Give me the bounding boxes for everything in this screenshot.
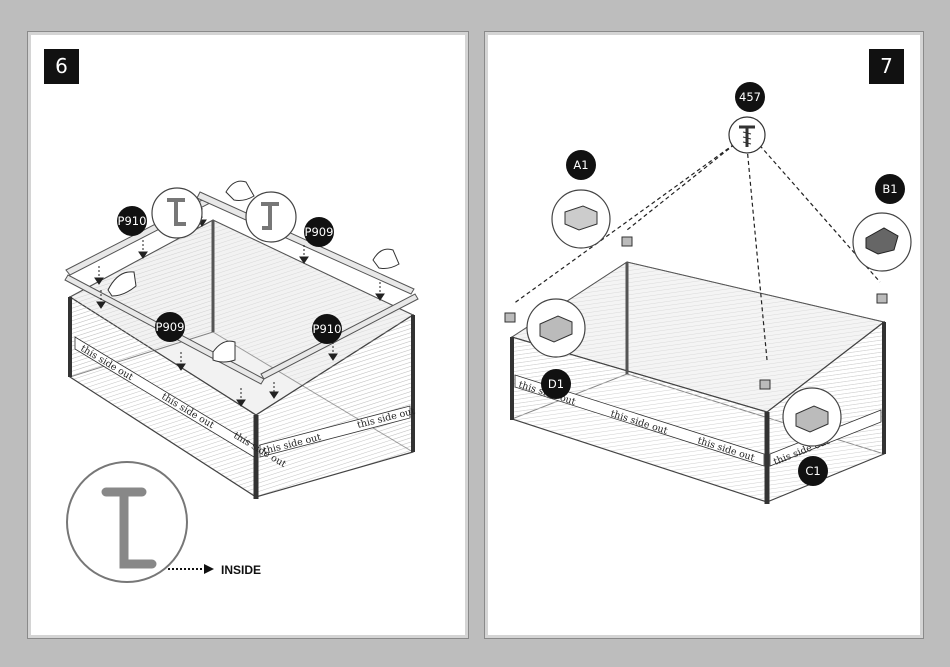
- cold-frame-box: [70, 220, 413, 499]
- svg-text:A1: A1: [573, 158, 588, 172]
- bracket-detail-a1: [552, 190, 610, 248]
- bracket-detail-b1: [853, 213, 911, 271]
- step-6-illustration: this side out this side out this side ou…: [28, 32, 468, 638]
- svg-text:P910: P910: [118, 214, 147, 228]
- svg-text:P909: P909: [156, 320, 185, 334]
- part-label-p910: P910: [312, 314, 342, 344]
- step-7-illustration: this side out this side out this side ou…: [485, 32, 923, 638]
- part-label-a1: A1: [566, 150, 596, 180]
- part-label-457: 457: [735, 82, 765, 112]
- part-label-c1: C1: [798, 456, 828, 486]
- svg-text:P909: P909: [305, 225, 334, 239]
- step-7-panel: 7 this side out this side out this side …: [484, 31, 924, 639]
- bracket-detail-d1: [527, 299, 585, 357]
- svg-text:D1: D1: [548, 377, 564, 391]
- svg-text:P910: P910: [313, 322, 342, 336]
- svg-text:C1: C1: [805, 464, 820, 478]
- bracket-detail-c1: [783, 388, 841, 446]
- inside-detail: [67, 462, 214, 582]
- svg-text:457: 457: [739, 90, 761, 104]
- part-label-p909: P909: [155, 312, 185, 342]
- screw-detail: [729, 117, 765, 153]
- svg-text:B1: B1: [882, 182, 897, 196]
- part-label-b1: B1: [875, 174, 905, 204]
- part-label-p910: P910: [117, 206, 147, 236]
- step-6-panel: 6 this side out this side out this side …: [27, 31, 469, 639]
- inside-label: INSIDE: [221, 563, 261, 577]
- part-label-d1: D1: [541, 369, 571, 399]
- part-label-p909: P909: [304, 217, 334, 247]
